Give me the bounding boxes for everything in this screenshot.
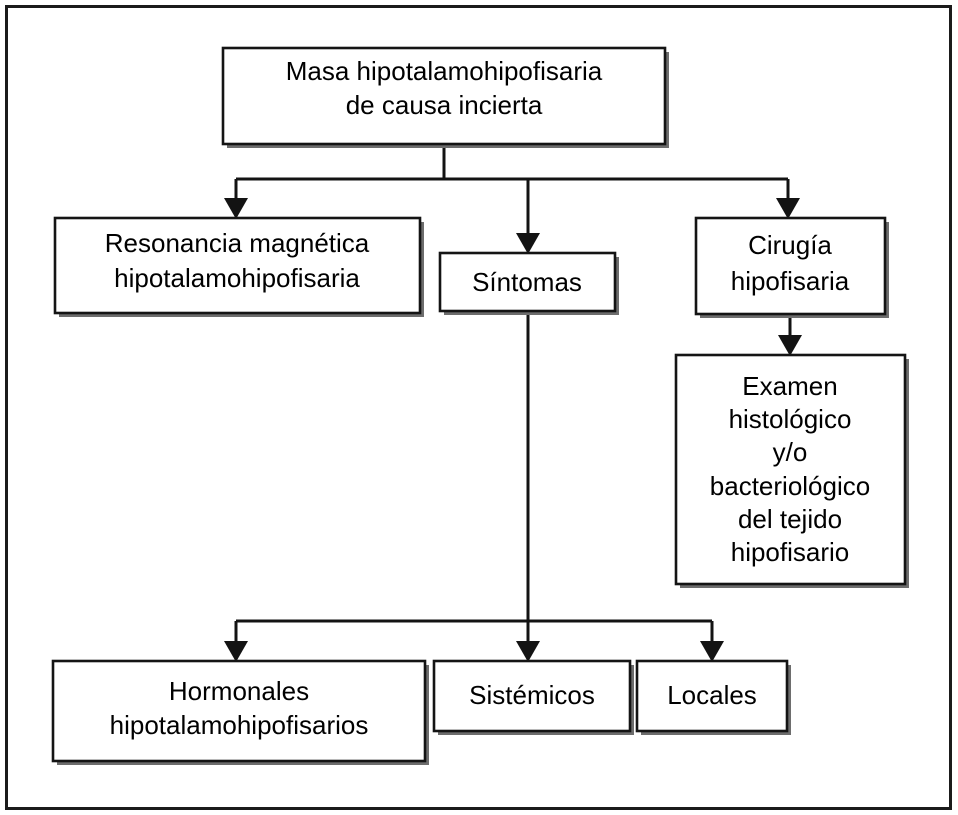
node-examen-line1: Examen: [742, 371, 837, 401]
arrowhead-cirugia: [776, 198, 800, 219]
connector-group-cirugia: [778, 318, 802, 356]
connector-group-root: [224, 147, 800, 254]
connector-group-sintomas: [224, 315, 724, 662]
node-cirugia-line1: Cirugía: [748, 230, 832, 260]
node-examen-line4: bacteriológico: [710, 471, 870, 501]
arrowhead-sistemicos: [516, 641, 540, 662]
node-examen[interactable]: Examen histológico y/o bacteriológico de…: [674, 353, 909, 588]
node-resonancia-box: [53, 216, 422, 315]
node-examen-line3: y/o: [773, 437, 808, 467]
node-hormonales-line1: Hormonales: [169, 676, 309, 706]
node-masa[interactable]: Masa hipotalamohipofisaria de causa inci…: [221, 46, 669, 148]
node-masa-line1: Masa hipotalamohipofisaria: [286, 56, 603, 86]
node-locales-line1: Locales: [667, 680, 757, 710]
node-sistemicos-box: [432, 659, 632, 733]
node-masa-box: [221, 46, 667, 146]
node-resonancia-line1: Resonancia magnética: [105, 228, 370, 258]
arrowhead-hormonales: [224, 641, 248, 662]
node-sistemicos[interactable]: Sistémicos: [432, 659, 634, 735]
arrowhead-examen: [778, 335, 802, 356]
arrowhead-sintomas: [516, 233, 540, 254]
node-sintomas-line1: Síntomas: [472, 267, 582, 297]
node-sintomas[interactable]: Síntomas: [438, 251, 619, 315]
node-examen-line6: hipofisario: [731, 537, 850, 567]
node-sintomas-box: [438, 251, 617, 313]
node-examen-box: [674, 353, 907, 586]
node-hormonales[interactable]: Hormonales hipotalamohipofisarios: [51, 659, 429, 765]
node-resonancia[interactable]: Resonancia magnética hipotalamohipofisar…: [53, 216, 424, 317]
arrowhead-locales: [700, 641, 724, 662]
node-hormonales-box: [51, 659, 427, 763]
node-cirugia-box: [694, 216, 887, 316]
node-examen-line2: histológico: [729, 404, 852, 434]
node-locales[interactable]: Locales: [635, 659, 791, 735]
node-masa-line2: de causa incierta: [346, 90, 543, 120]
node-locales-box: [635, 659, 789, 733]
node-cirugia-line2: hipofisaria: [731, 266, 850, 296]
node-resonancia-line2: hipotalamohipofisaria: [114, 263, 360, 293]
node-cirugia[interactable]: Cirugía hipofisaria: [694, 216, 889, 318]
node-examen-line5: del tejido: [738, 504, 842, 534]
node-sistemicos-line1: Sistémicos: [469, 680, 595, 710]
arrowhead-resonancia: [224, 198, 248, 219]
node-hormonales-line2: hipotalamohipofisarios: [110, 710, 369, 740]
